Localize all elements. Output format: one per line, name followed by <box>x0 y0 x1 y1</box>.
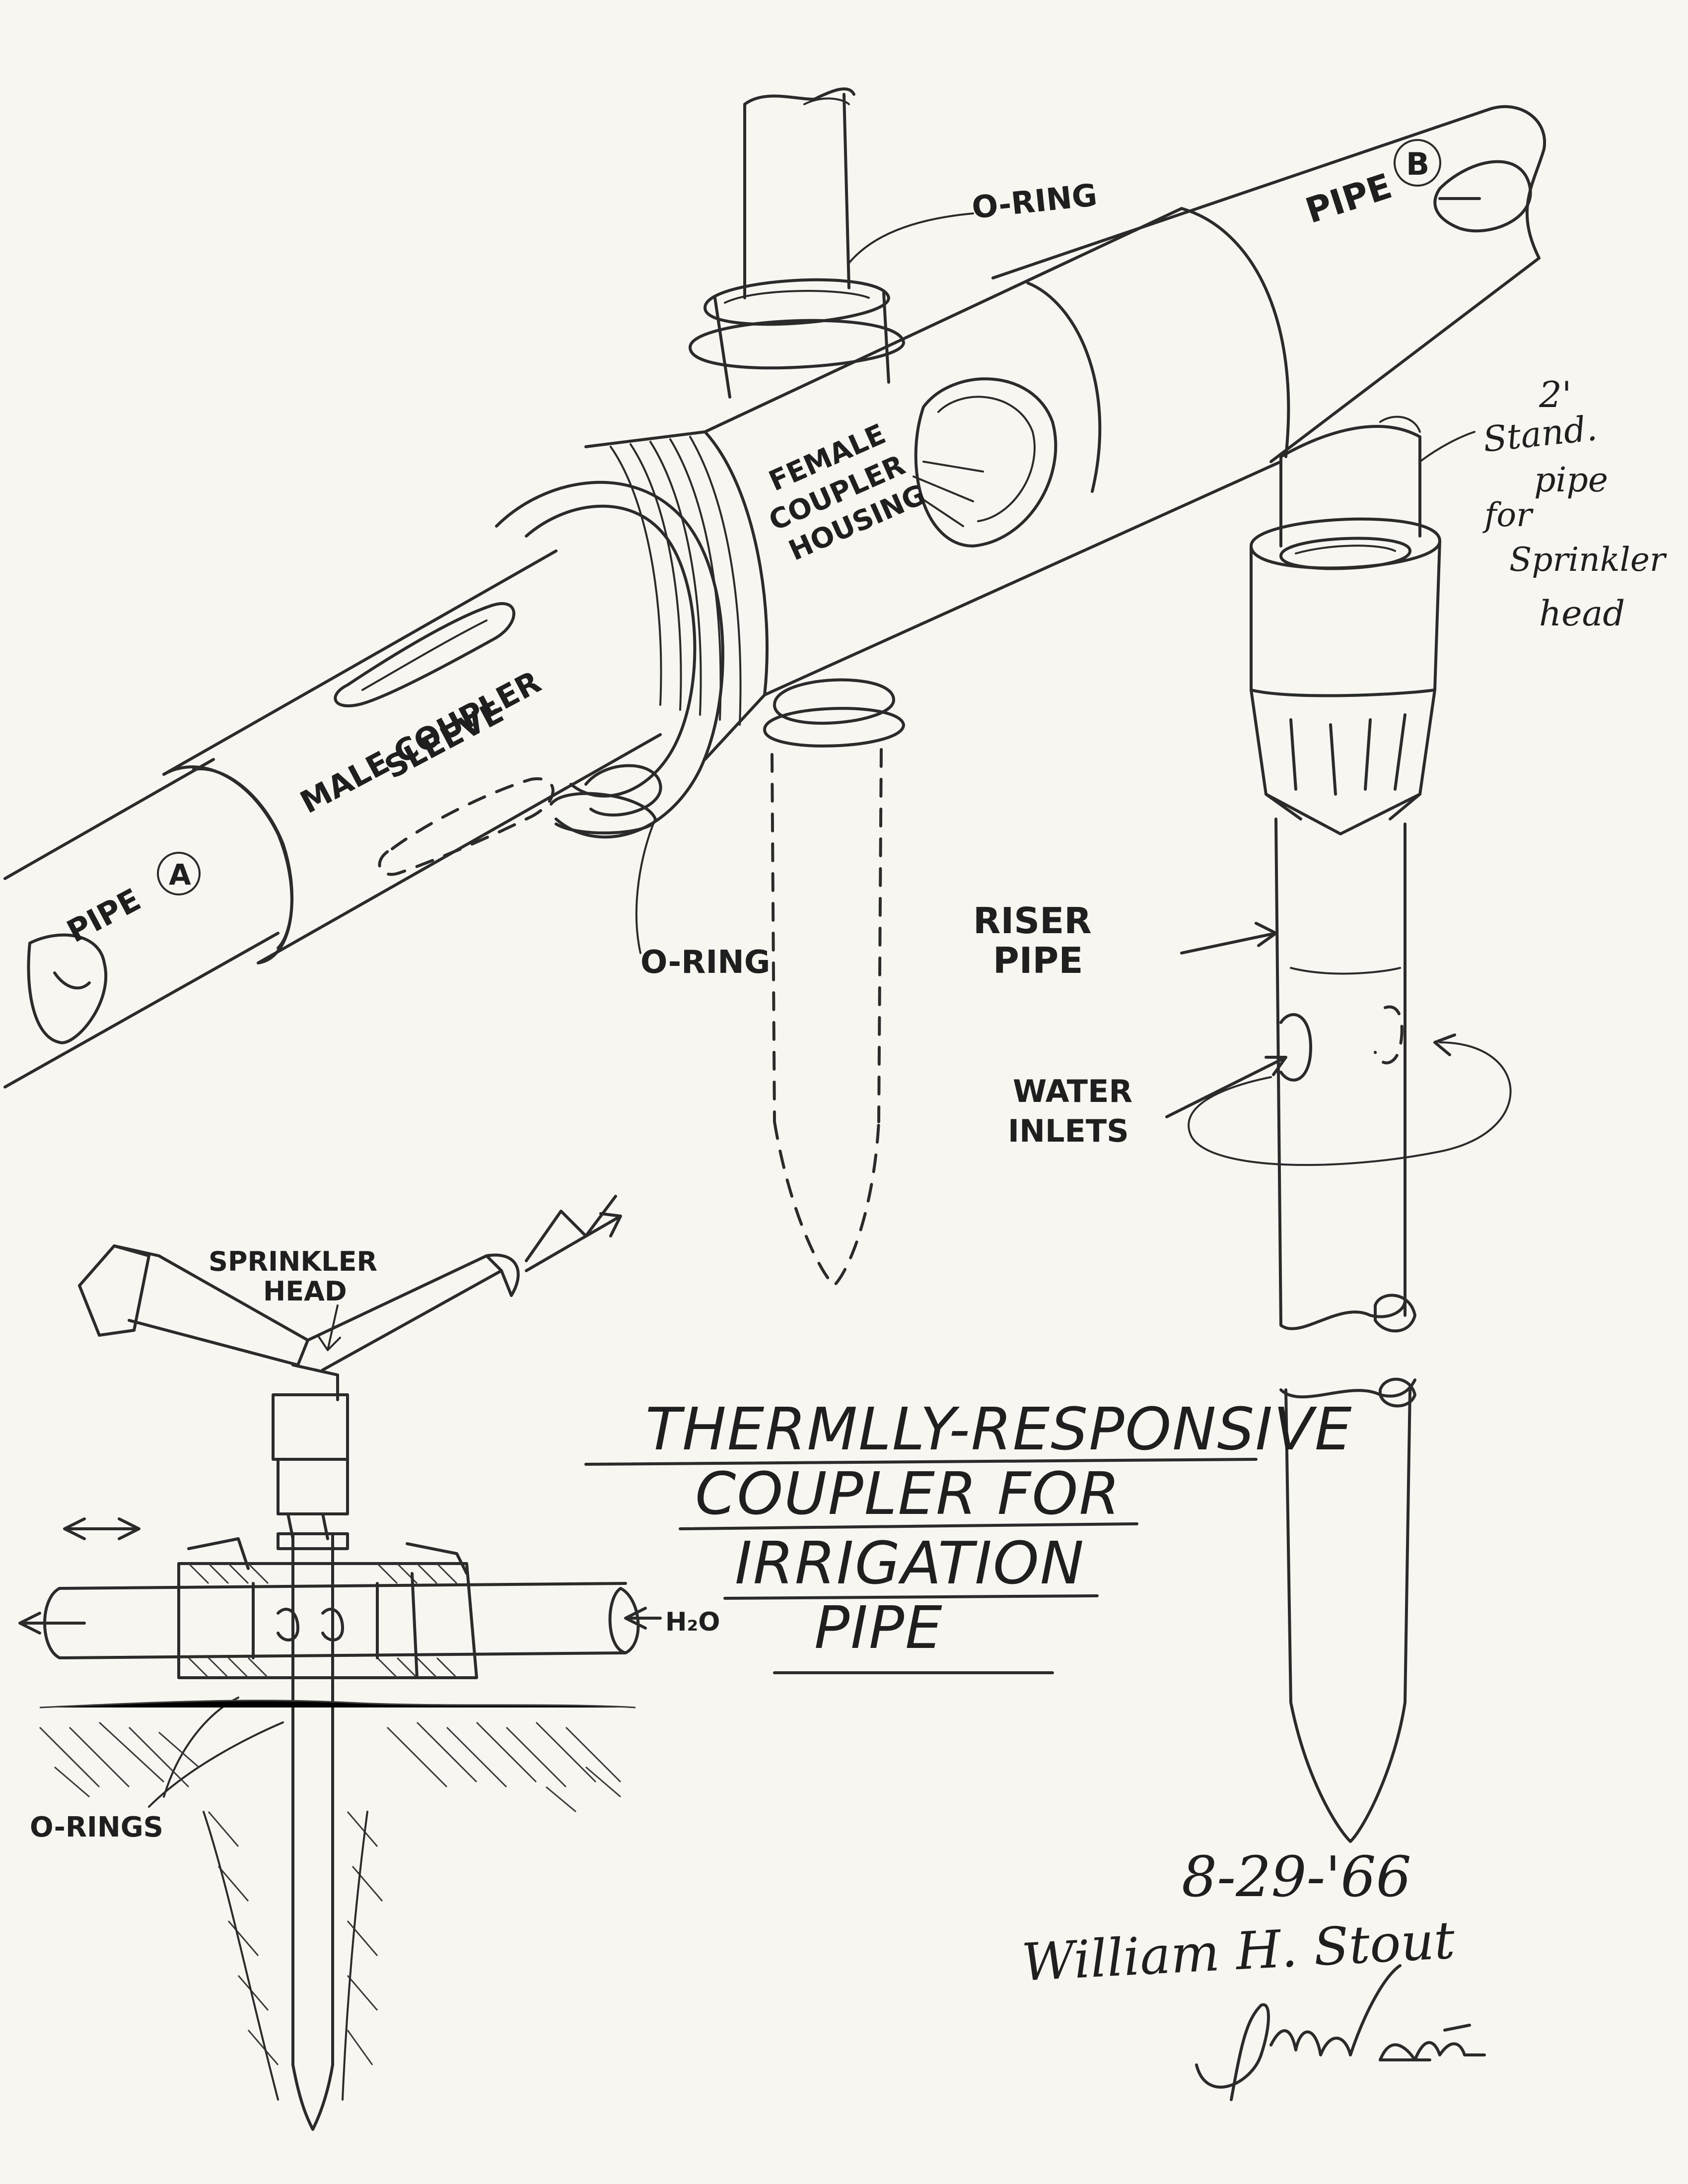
riser-label-2: PIPE <box>993 940 1083 981</box>
housing-hatching <box>188 1563 458 1679</box>
main-pipe-assembly <box>3 87 1547 1288</box>
title-underline-2 <box>679 1522 1138 1530</box>
pipe-b-circle <box>1394 139 1441 187</box>
upper-stand-pipe <box>743 87 855 299</box>
sprinkler-label-1: SPRINKLER <box>209 1246 377 1277</box>
sprinkler-label-2: HEAD <box>263 1276 347 1307</box>
title-underline-1 <box>584 1458 1258 1466</box>
h2o-label: H₂O <box>665 1607 720 1637</box>
pipe-a-mark: A <box>169 858 191 891</box>
title-line-1: THERMLLY-RESPONSIVE <box>645 1395 1353 1463</box>
sprinkler-section <box>18 1195 662 2131</box>
flow-arrow-left <box>18 1612 86 1635</box>
title-line-4: PIPE <box>814 1593 943 1662</box>
riser-arrow <box>1180 922 1277 955</box>
sprinkler-leader <box>317 1304 341 1351</box>
pipe-a <box>3 758 280 1089</box>
stand-pipe-label-2: Stand. <box>1481 408 1599 460</box>
stand-pipe-leader <box>1419 431 1476 463</box>
riser-label-1: RISER <box>973 900 1092 942</box>
oring-top-label: O-RING <box>970 177 1099 226</box>
stand-pipe-label-3: pipe <box>1534 461 1608 500</box>
pipe-b-label: PIPE <box>1301 166 1397 232</box>
title-line-2: COUPLER FOR <box>695 1459 1121 1528</box>
title-underline-3 <box>723 1594 1099 1600</box>
male-coupler-sleeve <box>162 549 662 964</box>
inlet-orbit <box>1188 1041 1512 1166</box>
female-coupler-housing <box>495 207 1290 839</box>
inlet-arrow <box>1165 1056 1287 1118</box>
signature-block: 8-29-'66 William H. Stout <box>1020 1845 1486 2101</box>
water-label-1: WATER <box>1013 1073 1132 1109</box>
date-label: 8-29-'66 <box>1182 1845 1411 1910</box>
title-line-3: IRRIGATION <box>735 1529 1085 1597</box>
h2o-arrow <box>624 1607 662 1630</box>
autograph <box>1195 1964 1486 2101</box>
pipe-a-circle <box>157 852 201 895</box>
ground-hatching <box>39 1700 636 2101</box>
pipe-a-label: PIPE <box>61 881 146 950</box>
stand-pipe-label-5: Sprinkler <box>1509 541 1667 579</box>
stand-pipe-label-4: for <box>1482 496 1534 534</box>
stand-pipe-label-6: head <box>1539 593 1625 634</box>
orings-label: O-RINGS <box>30 1811 163 1843</box>
author-name: William H. Stout <box>1020 1910 1456 1993</box>
oring-top-leader <box>848 212 974 264</box>
water-label-2: INLETS <box>1008 1113 1129 1149</box>
pipe-b <box>991 105 1547 463</box>
flow-arrow-both <box>63 1517 141 1540</box>
stand-pipe-label-1: 2' <box>1539 374 1572 415</box>
title-block: THERMLLY-RESPONSIVE COUPLER FOR IRRIGATI… <box>584 1395 1353 1674</box>
oring-bottom-label: O-RING <box>640 944 770 981</box>
pipe-b-mark: B <box>1406 146 1429 182</box>
riser-pipe <box>1165 415 1512 1843</box>
ground-spike <box>771 748 883 1288</box>
oring-bottom-leader <box>635 818 656 954</box>
